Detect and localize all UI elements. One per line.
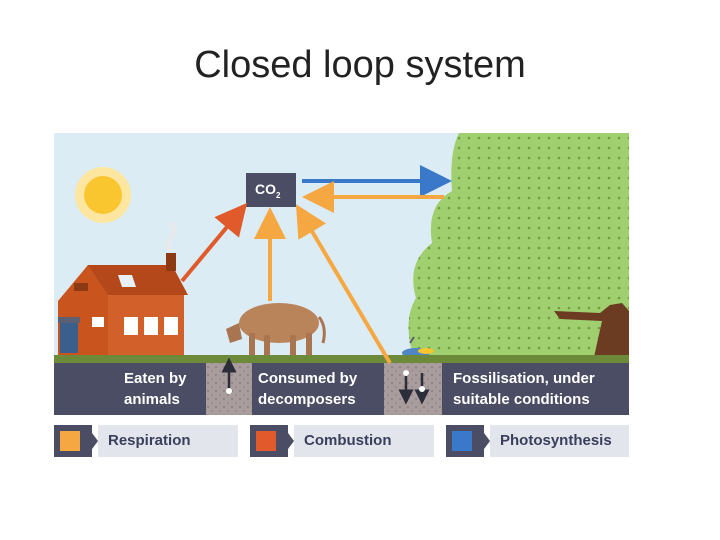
fossilisation-label: Fossilisation, under suitable conditions xyxy=(453,370,595,408)
legend-label-photosynthesis: Photosynthesis xyxy=(500,432,612,449)
combustion-arrow xyxy=(180,202,248,283)
house-icon xyxy=(58,221,188,355)
carbon-cycle-diagram: CO2 Eaten by animals Consumed by decompo… xyxy=(54,133,629,457)
sun-icon xyxy=(75,167,131,223)
cow-icon xyxy=(226,303,326,357)
slide-title: Closed loop system xyxy=(194,44,526,86)
legend-label-respiration: Respiration xyxy=(108,432,191,449)
diagram-illustration xyxy=(54,133,629,457)
ground-band xyxy=(54,363,629,415)
consumed-by-decomposers-label: Consumed by decomposers xyxy=(258,370,358,408)
legend-combustion xyxy=(250,425,434,457)
co2-label: CO2 xyxy=(255,181,281,200)
legend-respiration xyxy=(54,425,238,457)
grass-strip xyxy=(54,355,629,363)
soil-gap xyxy=(384,363,442,415)
tree-trunk xyxy=(554,303,629,357)
eaten-by-animals-label: Eaten by animals xyxy=(124,370,187,408)
co2-box xyxy=(246,173,296,207)
legend-photosynthesis xyxy=(446,425,629,457)
respiration-arrow xyxy=(295,204,392,365)
legend-label-combustion: Combustion xyxy=(304,432,392,449)
